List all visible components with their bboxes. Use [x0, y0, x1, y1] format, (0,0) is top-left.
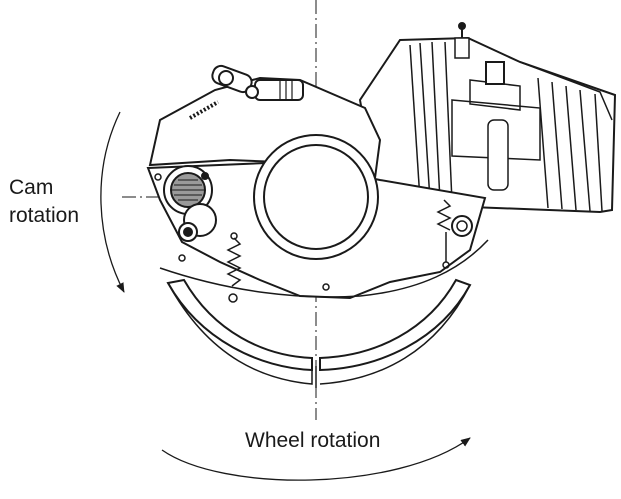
s-cam [163, 165, 217, 242]
brake-lining [166, 278, 472, 388]
brake-chamber [358, 22, 617, 214]
cam-rotation-arrow [100, 111, 125, 293]
wheel-rotation-label: Wheel rotation [245, 429, 381, 452]
cam-rotation-label-line1: Cam [9, 176, 54, 199]
cam-rotation-label-line2: rotation [9, 204, 80, 227]
return-spring-right [436, 199, 473, 269]
plate-holes [154, 173, 330, 303]
wheel-rotation-arrow [161, 437, 471, 481]
hub [253, 134, 379, 260]
return-spring-left [226, 232, 242, 287]
